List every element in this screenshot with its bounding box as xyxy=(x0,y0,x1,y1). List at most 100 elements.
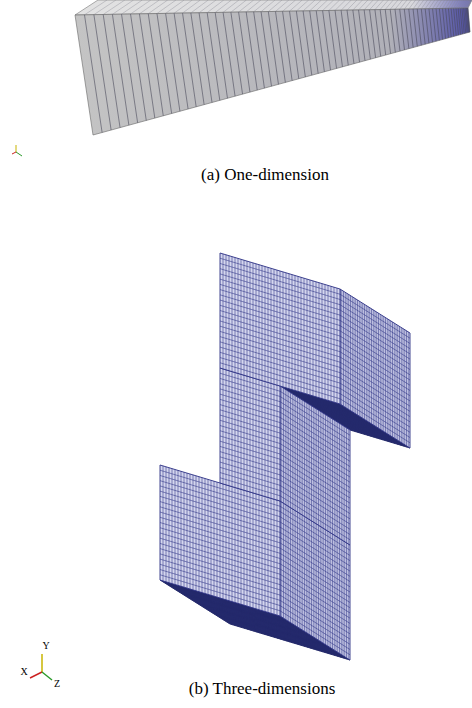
mesh-line xyxy=(261,0,275,12)
mesh-line xyxy=(425,9,429,43)
mesh-line xyxy=(425,0,431,9)
figure-caption: (a) One-dimension xyxy=(201,166,329,185)
mesh-line xyxy=(220,467,280,485)
mesh-line xyxy=(191,0,208,13)
mesh-line xyxy=(157,0,176,14)
mesh-line xyxy=(390,9,395,52)
mesh-line xyxy=(246,0,261,12)
mesh-line xyxy=(220,452,280,470)
mesh-line xyxy=(439,0,444,9)
mesh-line xyxy=(429,0,435,9)
mesh-line xyxy=(220,441,280,459)
mesh-line xyxy=(310,11,318,74)
mesh-line xyxy=(433,9,436,42)
mesh-line xyxy=(380,0,388,10)
mesh-line xyxy=(280,402,350,446)
mesh-line xyxy=(400,0,407,9)
mesh-line xyxy=(458,0,462,8)
mesh-line xyxy=(220,263,340,299)
mesh-line xyxy=(448,8,451,37)
mesh-line xyxy=(220,473,280,491)
mesh-line xyxy=(456,0,461,8)
mesh-line xyxy=(347,10,354,64)
mesh-line xyxy=(220,384,280,402)
mesh-line xyxy=(465,8,467,33)
mesh-line xyxy=(433,0,439,9)
mesh-line xyxy=(220,358,340,394)
mesh-line xyxy=(446,0,451,8)
mesh-face xyxy=(220,368,280,501)
mesh-line xyxy=(347,0,357,10)
mesh-line xyxy=(395,9,400,51)
mesh-line xyxy=(220,258,340,294)
mesh-face xyxy=(280,386,350,545)
mesh-line xyxy=(220,394,280,412)
mesh-line xyxy=(220,363,340,399)
mesh-line xyxy=(468,0,472,8)
mesh-line xyxy=(220,284,340,320)
mesh-line xyxy=(335,10,342,66)
mesh-line xyxy=(174,13,188,109)
mesh-line xyxy=(404,9,409,49)
mesh-line xyxy=(220,457,280,475)
mesh-line xyxy=(207,13,220,101)
mesh-line xyxy=(467,0,471,8)
mesh-line xyxy=(375,0,383,10)
mesh-line xyxy=(409,0,416,9)
mesh-line xyxy=(268,0,282,12)
mesh-line xyxy=(446,8,449,37)
mesh-line xyxy=(220,269,340,305)
mesh-line xyxy=(220,415,280,433)
face-fill xyxy=(220,368,280,501)
mesh-line xyxy=(316,11,324,72)
mesh-line xyxy=(160,538,280,574)
mesh-line xyxy=(329,10,337,68)
mesh-line xyxy=(160,533,280,569)
mesh-line xyxy=(148,14,163,116)
mesh-line xyxy=(341,0,351,10)
mesh-line xyxy=(413,0,420,9)
mesh-line xyxy=(160,528,280,564)
mesh-line xyxy=(458,8,460,34)
mesh-line xyxy=(417,0,423,9)
mesh-line xyxy=(160,575,280,611)
mesh-line xyxy=(340,299,410,343)
mesh-line xyxy=(122,14,138,123)
beam-mesh xyxy=(75,0,472,135)
mesh-line xyxy=(84,15,102,133)
mesh-line xyxy=(380,10,386,55)
mesh-line xyxy=(183,13,197,107)
mesh-line xyxy=(220,399,280,417)
mesh-line xyxy=(220,462,280,480)
mesh-line xyxy=(220,436,280,454)
mesh-line xyxy=(451,0,456,8)
mesh-line xyxy=(220,342,340,378)
face-fill xyxy=(340,289,410,448)
mesh-line xyxy=(220,337,340,373)
mesh-line xyxy=(166,13,180,111)
mesh-line xyxy=(220,295,340,331)
mesh-line xyxy=(191,13,204,105)
mesh-line xyxy=(436,9,439,41)
mesh-line xyxy=(160,523,280,559)
mesh-line xyxy=(448,0,453,8)
mesh-line xyxy=(160,570,280,606)
mesh-line xyxy=(335,0,345,10)
mesh-line xyxy=(370,0,379,10)
mesh-line xyxy=(94,0,116,15)
mesh-line xyxy=(220,305,340,341)
mesh-line xyxy=(160,543,280,579)
mesh-line xyxy=(385,0,393,9)
mesh-line xyxy=(131,0,151,14)
mesh-line xyxy=(139,14,154,118)
mesh-line xyxy=(276,0,289,11)
mesh-line xyxy=(220,290,340,326)
mesh-line xyxy=(220,300,340,336)
mesh-line xyxy=(220,274,340,310)
mesh-line xyxy=(220,410,280,428)
mesh-line xyxy=(199,0,216,13)
mesh-line xyxy=(409,9,413,47)
figure-caption: (b) Three-dimensions xyxy=(189,680,336,699)
mesh-line xyxy=(220,279,340,315)
